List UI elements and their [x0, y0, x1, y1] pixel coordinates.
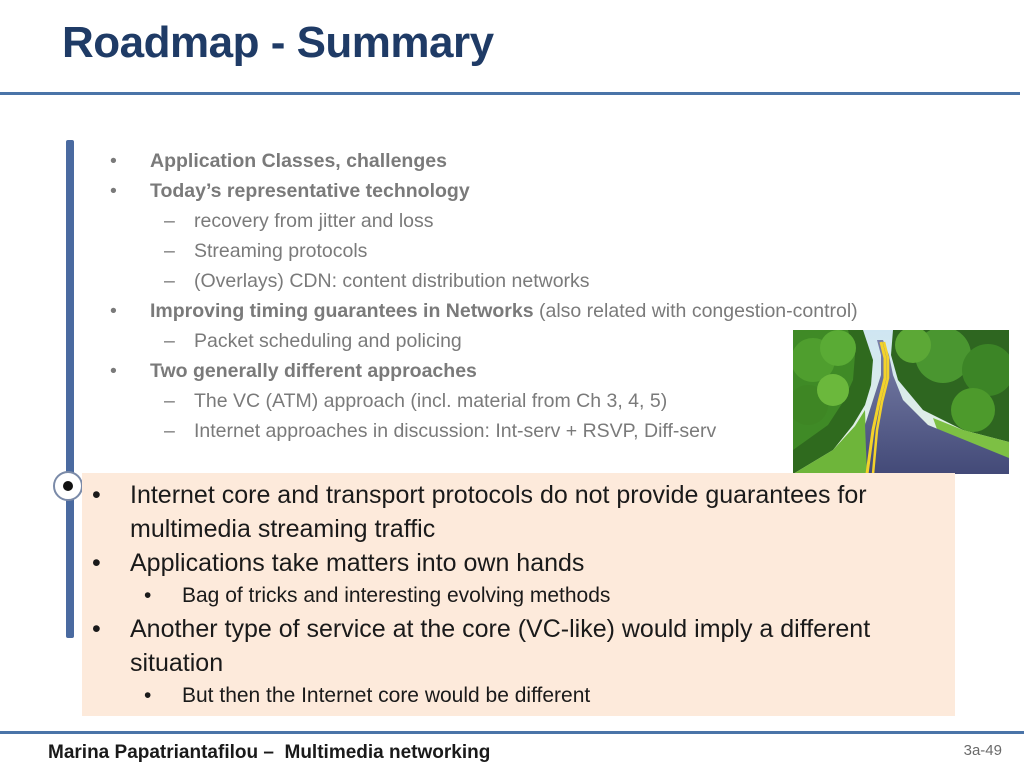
outline-item-bold: Improving timing guarantees in Networks — [150, 300, 534, 322]
outline-list: • Application Classes, challenges • Toda… — [108, 146, 908, 446]
outline-item-bold: Two generally different approaches — [150, 360, 477, 382]
callout-subitem: • Bag of tricks and interesting evolving… — [92, 580, 952, 612]
slide-title: Roadmap - Summary — [62, 18, 494, 67]
footer-divider — [0, 731, 1024, 734]
bullet: • — [110, 360, 117, 382]
bullet: • — [110, 300, 117, 322]
outline-item-bold: Today’s representative technology — [150, 180, 470, 202]
callout-item-text: Another type of service at the core (VC-… — [130, 615, 871, 677]
summary-callout-list: • Internet core and transport protocols … — [92, 478, 952, 712]
outline-item: • Application Classes, challenges — [108, 146, 908, 176]
callout-item-text: Applications take matters into own hands — [130, 549, 585, 577]
outline-subitem: – Internet approaches in discussion: Int… — [108, 416, 908, 446]
bullet: • — [144, 584, 152, 607]
footer-author-course: Marina Papatriantafilou – Multimedia net… — [48, 742, 491, 763]
dash: – — [164, 240, 175, 262]
callout-subitem: • But then the Internet core would be di… — [92, 680, 952, 712]
outline-item-text: (Overlays) CDN: content distribution net… — [194, 270, 590, 292]
road-image — [793, 330, 1009, 474]
outline-item: • Improving timing guarantees in Network… — [108, 296, 908, 326]
title-divider — [0, 92, 1020, 95]
dash: – — [164, 210, 175, 232]
outline-subitem: – Streaming protocols — [108, 236, 908, 266]
summary-callout-box — [82, 473, 955, 716]
bullet: • — [144, 684, 152, 707]
outline-subitem: – (Overlays) CDN: content distribution n… — [108, 266, 908, 296]
dash: – — [164, 420, 175, 442]
outline-item-text: Packet scheduling and policing — [194, 330, 462, 352]
dash: – — [164, 270, 175, 292]
dash: – — [164, 330, 175, 352]
outline-item-text: Streaming protocols — [194, 240, 368, 262]
timeline-marker-icon — [53, 471, 83, 501]
callout-item: • Another type of service at the core (V… — [92, 612, 952, 680]
outline-item: • Two generally different approaches — [108, 356, 908, 386]
outline-item-text: The VC (ATM) approach (incl. material fr… — [194, 390, 668, 412]
outline-subitem: – Packet scheduling and policing — [108, 326, 908, 356]
bullet: • — [110, 150, 117, 172]
callout-item-text: Bag of tricks and interesting evolving m… — [182, 584, 611, 607]
callout-item-text: Internet core and transport protocols do… — [130, 481, 867, 543]
outline-item-text: Internet approaches in discussion: Int-s… — [194, 420, 717, 442]
callout-item: • Applications take matters into own han… — [92, 546, 952, 580]
callout-item: • Internet core and transport protocols … — [92, 478, 952, 546]
outline-item-bold: Application Classes, challenges — [150, 150, 447, 172]
page-number: 3a-49 — [963, 742, 1002, 759]
dash: – — [164, 390, 175, 412]
bullet: • — [92, 481, 101, 509]
bullet: • — [92, 615, 101, 643]
outline-subitem: – The VC (ATM) approach (incl. material … — [108, 386, 908, 416]
outline-item-text: (also related with congestion-control) — [533, 300, 858, 322]
outline-item-text: recovery from jitter and loss — [194, 210, 434, 232]
outline-item: • Today’s representative technology — [108, 176, 908, 206]
progress-bar — [66, 140, 74, 638]
callout-item-text: But then the Internet core would be diff… — [182, 684, 591, 707]
outline-subitem: – recovery from jitter and loss — [108, 206, 908, 236]
bullet: • — [110, 180, 117, 202]
bullet: • — [92, 549, 101, 577]
